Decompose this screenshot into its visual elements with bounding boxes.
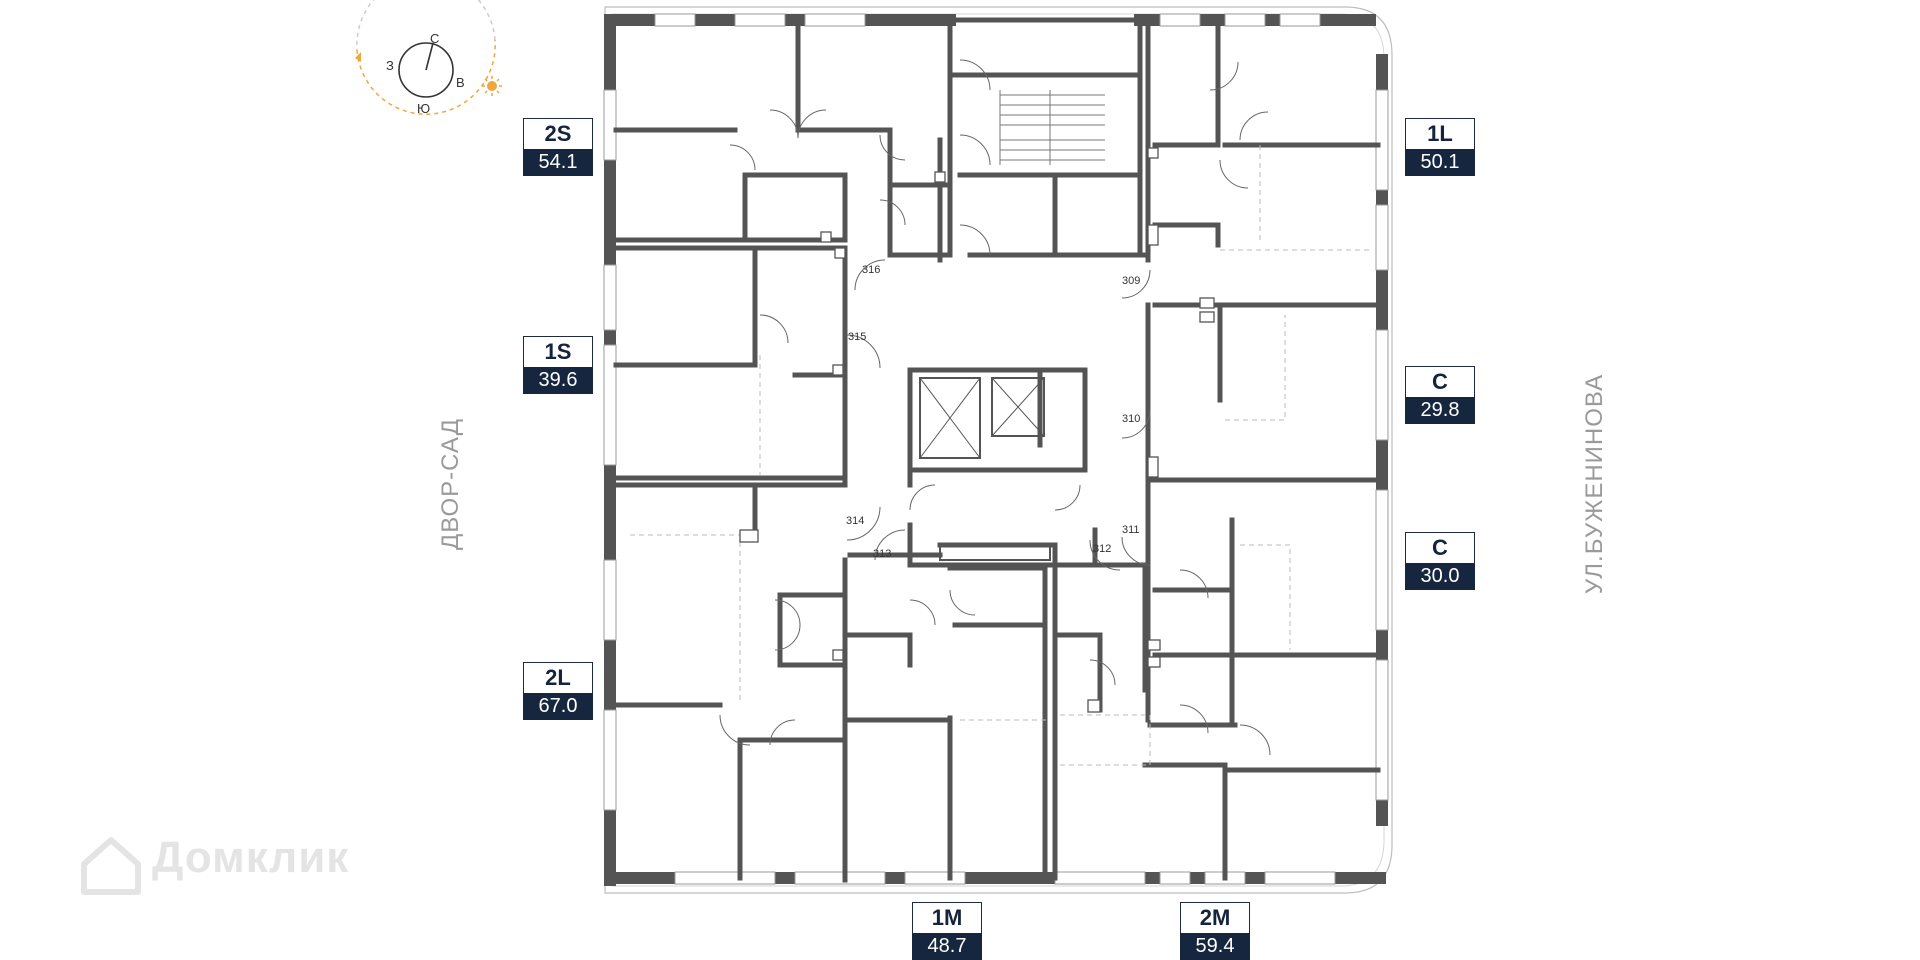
door-310: 310 (1122, 413, 1140, 425)
door-311: 311 (1122, 524, 1140, 536)
watermark-text: Домклик (152, 833, 350, 882)
compass-arrow-icon (355, 52, 361, 62)
compass-south: Ю (417, 101, 430, 116)
compass-east: В (456, 75, 465, 90)
compass-west: З (386, 58, 394, 73)
street-right: УЛ.БУЖЕНИНОВА (1581, 373, 1609, 595)
apartment-area: 54.1 (523, 149, 593, 176)
apartment-label-1m[interactable]: 1M 48.7 (912, 902, 982, 960)
apartment-label-c-2[interactable]: C 30.0 (1405, 532, 1475, 590)
watermark-house-icon (81, 837, 141, 895)
apartment-code: 1M (912, 902, 982, 933)
apartment-area: 48.7 (912, 933, 982, 960)
apartment-area: 39.6 (523, 367, 593, 394)
door-arcs (719, 59, 1271, 756)
apartment-area: 50.1 (1405, 149, 1475, 176)
apartment-code: C (1405, 532, 1475, 563)
elevator-shafts (919, 377, 1051, 561)
apartment-label-2s[interactable]: 2S 54.1 (523, 118, 593, 176)
apartment-area: 30.0 (1405, 563, 1475, 590)
compass: С З В Ю (355, 0, 502, 116)
street-left: ДВОР-САД (437, 418, 464, 550)
vent-shafts (739, 147, 1215, 713)
apartment-area: 29.8 (1405, 397, 1475, 424)
interior-walls (613, 17, 1381, 883)
staircase (999, 90, 1105, 165)
door-312: 312 (1093, 543, 1111, 555)
exterior-walls (604, 14, 1388, 886)
apartment-label-c-1[interactable]: C 29.8 (1405, 366, 1475, 424)
door-313: 313 (873, 548, 891, 560)
apartment-code: 1L (1405, 118, 1475, 149)
door-316: 316 (862, 264, 880, 276)
compass-north: С (430, 31, 439, 46)
door-309: 309 (1122, 275, 1140, 287)
apartment-code: C (1405, 366, 1475, 397)
windows (603, 13, 1389, 885)
apartment-label-1s[interactable]: 1S 39.6 (523, 336, 593, 394)
apartment-area: 67.0 (523, 693, 593, 720)
apartment-code: 2L (523, 662, 593, 693)
door-315: 315 (848, 331, 866, 343)
dashed-zones (630, 145, 1370, 766)
apartment-code: 2S (523, 118, 593, 149)
apartment-label-2l[interactable]: 2L 67.0 (523, 662, 593, 720)
apartment-code: 2M (1180, 902, 1250, 933)
apartment-area: 59.4 (1180, 933, 1250, 960)
apartment-label-1l[interactable]: 1L 50.1 (1405, 118, 1475, 176)
apartment-label-2m[interactable]: 2M 59.4 (1180, 902, 1250, 960)
door-314: 314 (846, 515, 864, 527)
apartment-code: 1S (523, 336, 593, 367)
sun-icon (482, 76, 502, 96)
